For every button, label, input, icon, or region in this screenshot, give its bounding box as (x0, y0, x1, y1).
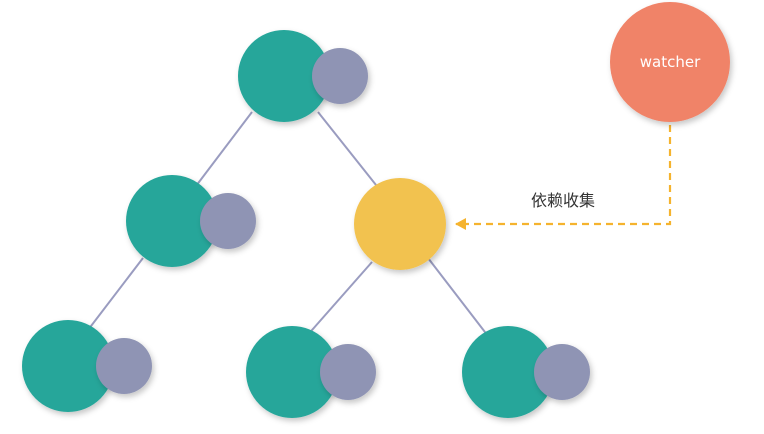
node-circle (126, 175, 218, 267)
dependency-arrow (455, 125, 672, 230)
tree-edges (87, 111, 489, 339)
edge-left-leaf (87, 257, 144, 331)
node-badge (534, 344, 590, 400)
node-badge (312, 48, 368, 104)
node-badge (200, 193, 256, 249)
tree-node-leaf-right (462, 326, 590, 418)
node-circle (238, 30, 330, 122)
node-circle (22, 320, 114, 412)
edge-root-left (195, 111, 253, 187)
watcher-node: watcher (610, 2, 730, 122)
node-circle (246, 326, 338, 418)
dependency-collection-label: 依赖收集 (531, 191, 595, 210)
node-badge (320, 344, 376, 400)
edge-root-right (317, 111, 381, 191)
edge-right-leaf-right (427, 257, 489, 337)
arrow-head (455, 218, 466, 230)
watcher-circle (610, 2, 730, 122)
tree-node-leaf-left (22, 320, 152, 412)
tree-node-root (238, 30, 368, 122)
edge-right-leaf-middle (304, 261, 373, 339)
dependency-dashed-line (456, 125, 672, 226)
watcher-label: watcher (640, 53, 701, 71)
tree-node-left (126, 175, 256, 267)
node-circle (462, 326, 554, 418)
tree-node-active (354, 178, 446, 270)
active-node-circle (354, 178, 446, 270)
tree-node-leaf-middle (246, 326, 376, 418)
node-badge (96, 338, 152, 394)
